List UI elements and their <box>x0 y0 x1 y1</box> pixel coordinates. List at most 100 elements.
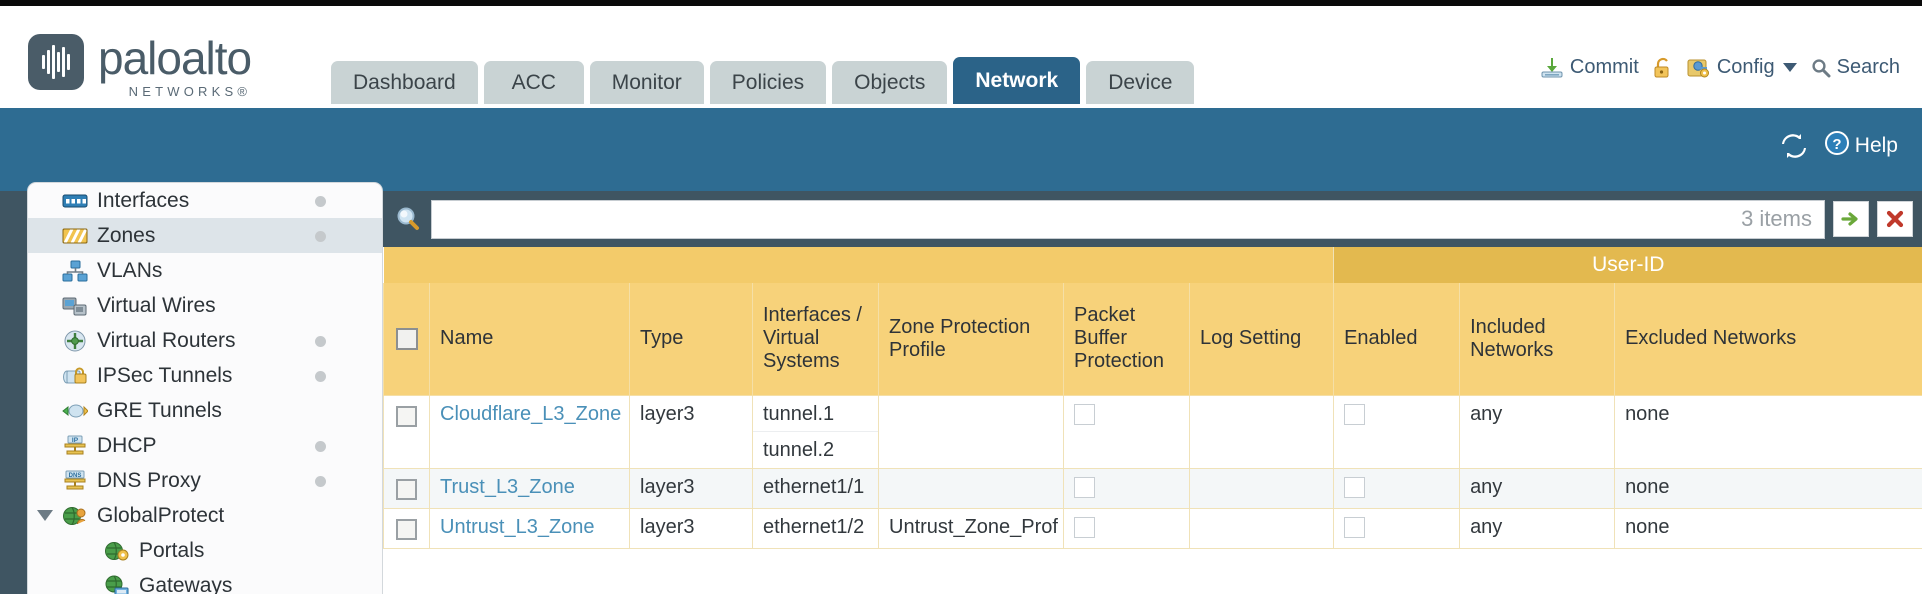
apply-filter-button[interactable] <box>1833 201 1869 237</box>
band-actions: ? Help <box>1780 130 1898 162</box>
user-id-enabled-checkbox[interactable] <box>1344 516 1366 538</box>
user-id-enabled-cell <box>1333 394 1461 469</box>
zone-interfaces-cell: ethernet1/2 <box>752 507 879 549</box>
column-header-name[interactable]: Name <box>429 283 630 396</box>
tab-policies[interactable]: Policies <box>709 61 827 104</box>
tab-device[interactable]: Device <box>1086 61 1195 104</box>
sidebar-item-indicator <box>315 371 326 382</box>
column-header-packet-buffer-protection[interactable]: Packet Buffer Protection <box>1063 283 1190 396</box>
filter-input[interactable]: 3 items <box>431 199 1825 239</box>
user-id-enabled-checkbox[interactable] <box>1344 403 1366 425</box>
help-button[interactable]: ? Help <box>1824 130 1898 162</box>
refresh-icon[interactable] <box>1780 133 1808 159</box>
log-setting-cell <box>1188 467 1335 509</box>
column-header-type[interactable]: Type <box>629 283 753 396</box>
tab-monitor[interactable]: Monitor <box>589 61 704 104</box>
sidebar-item-ipsec-tunnels[interactable]: IPSec Tunnels <box>28 358 382 393</box>
tab-objects[interactable]: Objects <box>832 61 948 104</box>
sidebar-item-label: DNS Proxy <box>97 468 201 492</box>
row-checkbox[interactable] <box>396 478 417 500</box>
sidebar-item-globalprotect[interactable]: GlobalProtect <box>28 498 382 533</box>
sidebar-item-virtual-wires[interactable]: Virtual Wires <box>28 288 382 323</box>
lock-icon[interactable] <box>1653 57 1673 79</box>
packet-buffer-protection-checkbox[interactable] <box>1074 516 1095 538</box>
header-actions: Commit <box>1540 56 1900 79</box>
sidebar-item-portals[interactable]: Portals <box>28 533 382 568</box>
included-networks-cell: any <box>1459 394 1616 469</box>
zone-name-link[interactable]: Trust_L3_Zone <box>440 475 575 498</box>
search-icon[interactable] <box>393 204 423 234</box>
commit-button[interactable]: Commit <box>1540 56 1639 79</box>
packet-buffer-protection-cell <box>1063 507 1190 549</box>
config-button[interactable]: Config <box>1687 56 1797 79</box>
tab-network[interactable]: Network <box>953 57 1081 104</box>
zone-name-link[interactable]: Untrust_L3_Zone <box>440 515 595 538</box>
help-label: Help <box>1854 134 1898 157</box>
select-all-checkbox[interactable] <box>395 327 418 350</box>
tab-acc[interactable]: ACC <box>483 61 584 104</box>
row-checkbox[interactable] <box>396 405 417 427</box>
zone-type-cell: layer3 <box>629 507 753 549</box>
sidebar-item-gateways[interactable]: Gateways <box>28 568 382 594</box>
sidebar-item-label: Portals <box>139 538 205 562</box>
included-networks-cell: any <box>1459 467 1616 509</box>
commit-label: Commit <box>1569 56 1639 78</box>
column-header-zone-protection-profile[interactable]: Zone Protection Profile <box>878 283 1064 396</box>
packet-buffer-protection-cell <box>1063 467 1190 509</box>
row-checkbox[interactable] <box>396 518 417 540</box>
zone-name-cell: Cloudflare_L3_Zone <box>429 394 630 469</box>
chevron-down-icon[interactable] <box>1782 63 1797 72</box>
column-header-included-networks[interactable]: Included Networks <box>1459 283 1616 396</box>
sidebar-item-label: IPSec Tunnels <box>97 363 233 387</box>
virtual-routers-icon <box>64 330 86 351</box>
sidebar-item-zones[interactable]: Zones <box>28 218 382 253</box>
table-group-header-row: User-ID <box>383 247 1922 283</box>
sidebar-item-vlans[interactable]: VLANs <box>28 253 382 288</box>
sub-header-band: ? Help <box>0 108 1922 191</box>
filter-bar: 3 items <box>383 191 1922 247</box>
sidebar-item-interfaces[interactable]: Interfaces <box>28 183 382 218</box>
packet-buffer-protection-cell <box>1063 394 1190 469</box>
user-id-enabled-checkbox[interactable] <box>1344 476 1366 498</box>
expand-triangle-icon[interactable] <box>37 510 53 521</box>
packet-buffer-protection-checkbox[interactable] <box>1074 476 1095 498</box>
sidebar-item-indicator <box>315 476 326 487</box>
svg-text:IP: IP <box>72 437 79 444</box>
zone-name-link[interactable]: Cloudflare_L3_Zone <box>440 402 622 425</box>
sidebar-item-dhcp[interactable]: IP DHCP <box>28 428 382 463</box>
clear-filter-button[interactable] <box>1877 201 1913 237</box>
sidebar-item-label: DHCP <box>97 433 157 457</box>
column-header-log-setting[interactable]: Log Setting <box>1188 283 1335 396</box>
search-button[interactable]: Search <box>1811 56 1900 79</box>
sidebar-item-label: Interfaces <box>97 188 190 212</box>
sidebar-item-label: Gateways <box>139 573 233 594</box>
brand-subtitle: NETWORKS® <box>128 84 252 99</box>
brand-logo[interactable]: paloalto NETWORKS® <box>28 34 252 99</box>
sidebar-item-label: GlobalProtect <box>97 503 225 527</box>
log-setting-cell <box>1188 394 1335 469</box>
row-checkbox-cell <box>383 507 430 549</box>
column-header-enabled[interactable]: Enabled <box>1333 283 1461 396</box>
tab-dashboard[interactable]: Dashboard <box>331 61 478 104</box>
column-header-interfaces-virtual-systems[interactable]: Interfaces / Virtual Systems <box>752 283 879 396</box>
zone-type-cell: layer3 <box>629 394 753 469</box>
help-icon: ? <box>1824 130 1850 162</box>
sidebar-item-indicator <box>315 196 326 207</box>
group-header-spacer <box>383 247 1334 283</box>
sidebar-item-label: GRE Tunnels <box>97 398 222 422</box>
sidebar-item-virtual-routers[interactable]: Virtual Routers <box>28 323 382 358</box>
column-header-excluded-networks[interactable]: Excluded Networks <box>1614 283 1922 396</box>
arrow-right-icon <box>1841 212 1858 226</box>
zone-protection-profile-cell <box>878 394 1064 469</box>
packet-buffer-protection-checkbox[interactable] <box>1074 403 1095 425</box>
config-label: Config <box>1716 56 1775 78</box>
sidebar-item-gre-tunnels[interactable]: GRE Tunnels <box>28 393 382 428</box>
